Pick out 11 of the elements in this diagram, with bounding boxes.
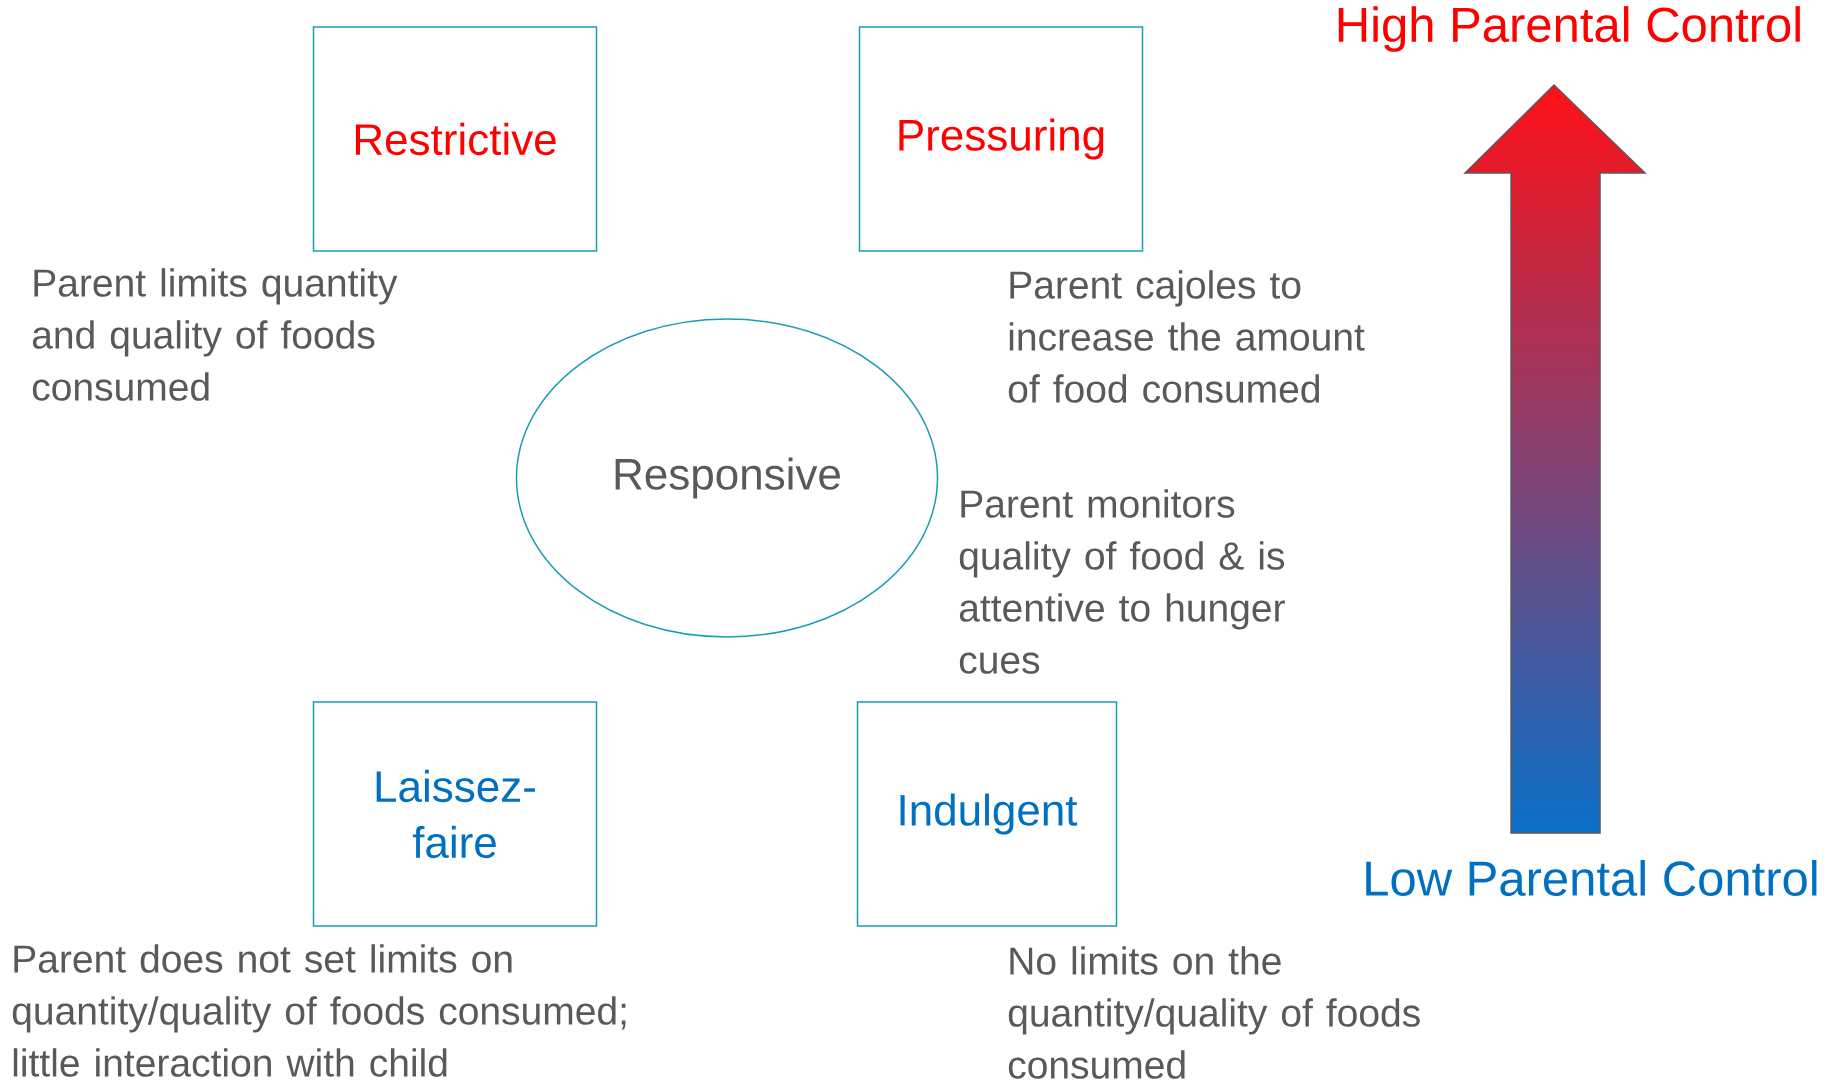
style-box: Indulgent (856, 701, 1118, 927)
description-text: Parent monitors quality of food & is attentive to hunger cues (959, 489, 1285, 674)
description-text: Parent cajoles to increase the amount of food consumed (1008, 270, 1365, 403)
description-text: No limits on the quantity/quality of foods consumed (1008, 946, 1420, 1079)
style-box: Restrictive (312, 26, 598, 252)
style-box: Laissez-faire (312, 701, 598, 927)
description-text: Parent limits quantity and quality of foods consumed (32, 268, 398, 401)
scale-label: Low Parental Control (1366, 860, 1817, 896)
style-box: Pressuring (858, 26, 1144, 252)
description-text: Parent does not set limits on quantity/quality of foods consumed; little interaction with child (12, 944, 626, 1077)
scale-label: High Parental Control (1338, 6, 1800, 52)
